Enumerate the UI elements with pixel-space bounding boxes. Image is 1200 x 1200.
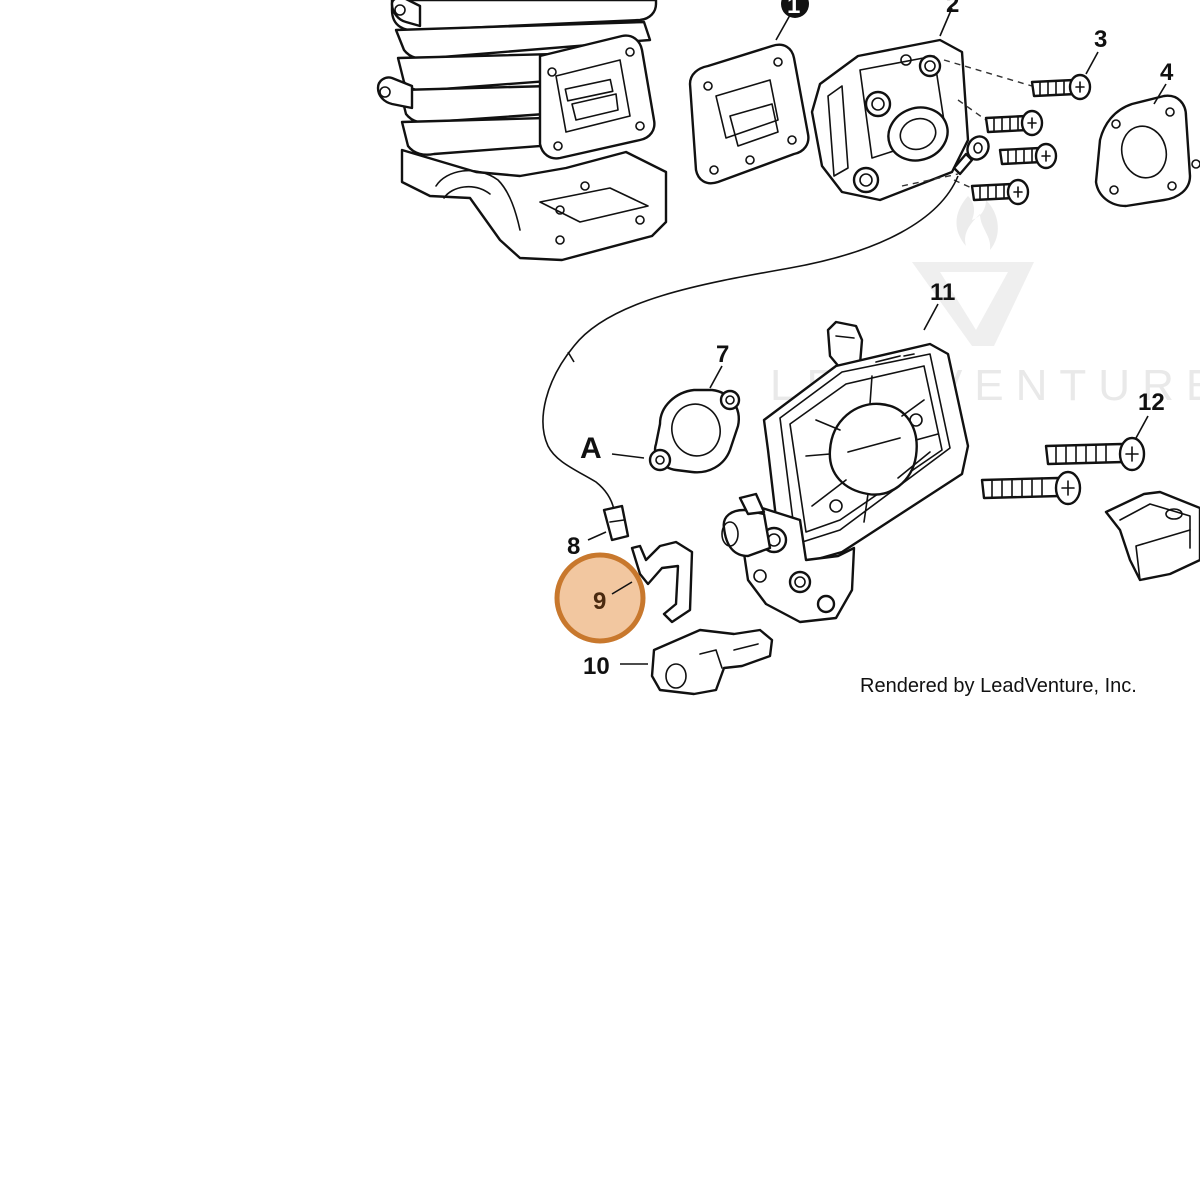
cylinder-assembly <box>376 0 668 262</box>
callout-4: 4 <box>1160 59 1174 86</box>
part-11-air-filter-base <box>721 320 970 624</box>
part-2-intake-manifold <box>810 38 970 202</box>
callout-8: 8 <box>567 533 580 560</box>
callout-7: 7 <box>716 341 729 368</box>
callout-3: 3 <box>1094 26 1107 53</box>
part-12-screws <box>980 436 1146 506</box>
callout-2: 2 <box>946 0 959 18</box>
leadventure-watermark-logo <box>912 196 1034 346</box>
callout-A: A <box>580 432 602 465</box>
part-7-gasket <box>648 388 741 474</box>
highlight-marker-9[interactable] <box>554 552 646 644</box>
highlight-label-9: 9 <box>593 588 606 615</box>
callout-1: 1 <box>787 0 800 19</box>
part-1-gasket <box>688 43 810 185</box>
callout-1-dot <box>781 0 809 18</box>
ground-wire-cable <box>542 135 990 542</box>
callout-12: 12 <box>1138 389 1165 416</box>
part-9-bracket <box>630 540 694 624</box>
callout-11: 11 <box>930 279 955 306</box>
part-4-gasket <box>1094 94 1200 208</box>
callout-10: 10 <box>583 653 610 680</box>
render-credit: Rendered by LeadVenture, Inc. <box>860 675 1137 697</box>
part-10-throttle-lever <box>650 628 774 696</box>
cover-bracket <box>1104 490 1200 582</box>
part-3-screws <box>970 73 1092 206</box>
